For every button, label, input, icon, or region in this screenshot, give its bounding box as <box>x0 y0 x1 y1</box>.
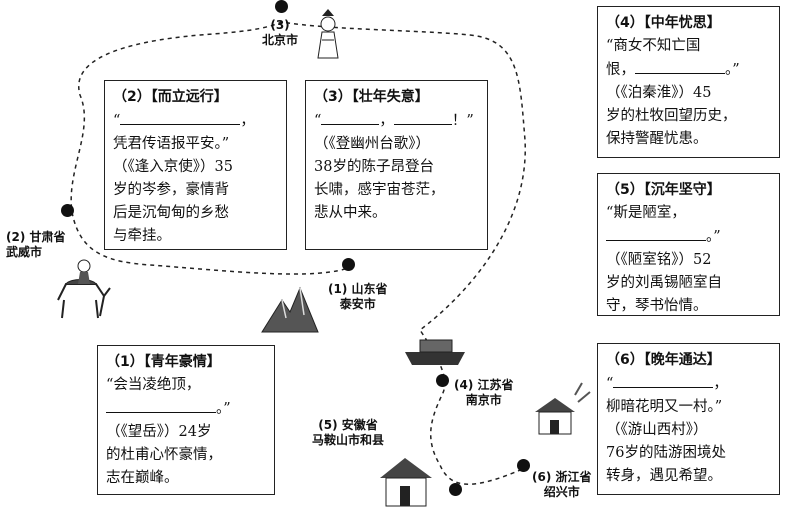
location-num: (2) <box>6 230 26 244</box>
card-line: 志在巅峰。 <box>106 470 179 486</box>
location-city: 南京市 <box>465 393 502 407</box>
stage-card-3: （3）【壮年失意】 “，！” （《登幽州台歌》） 38岁的陈子昂登台 长啸，感宇… <box>305 80 488 250</box>
card-line: 柳暗花明又一村。” <box>606 399 723 415</box>
card-line: 的杜甫心怀豪情， <box>106 447 222 463</box>
location-province: 浙江省 <box>555 470 592 484</box>
location-city: 北京市 <box>262 33 299 47</box>
card-line: “会当凌绝顶， <box>106 377 201 393</box>
card-line: 与牵挂。 <box>113 228 171 244</box>
location-label-6: (6) 浙江省 绍兴市 <box>532 470 592 500</box>
stage-card-4: （4）【中年忧思】 “商女不知亡国 恨，。” （《泊秦淮》）45 岁的杜牧回望历… <box>597 6 780 158</box>
card-blank-line: 。” <box>606 225 771 249</box>
stage-card-5: （5）【沉年坚守】 “斯是陋室， 。” （《陋室铭》）52 岁的刘禹锡陋室自 守… <box>597 173 780 316</box>
card-line: 守，琴书怡情。 <box>606 298 708 314</box>
card-title: （2）【而立远行】 <box>113 89 228 105</box>
stage-card-1: （1）【青年豪情】 “会当凌绝顶， 。”。” （《望岳》）24岁 的杜甫心怀豪情… <box>97 345 275 495</box>
location-city: 泰安市 <box>339 297 376 311</box>
card-line: “斯是陋室， <box>606 205 686 221</box>
location-num: (1) <box>328 282 348 296</box>
horse-rider-icon <box>57 259 111 319</box>
stop-dot-4 <box>436 374 449 387</box>
location-city: 马鞍山市和县 <box>312 433 385 447</box>
card-blank-line: “，！” <box>314 109 479 133</box>
location-num: (5) <box>318 418 338 432</box>
card-title: （3）【壮年失意】 <box>314 89 429 105</box>
location-label-5: (5) 安徽省 马鞍山市和县 <box>312 418 384 448</box>
location-province: 山东省 <box>351 282 388 296</box>
location-city: 武威市 <box>6 245 43 259</box>
card-line: 凭君传语报平安。” <box>113 136 230 152</box>
journey-route-path <box>70 21 526 485</box>
card-line: （《陋室铭》）52 <box>606 252 712 268</box>
location-label-4: (4) 江苏省 南京市 <box>454 378 514 408</box>
card-line: （《登幽州台歌》） <box>314 136 430 152</box>
card-line: （《逢入京使》）35 <box>113 159 233 175</box>
location-province: 安徽省 <box>341 418 378 432</box>
stage-card-2: （2）【而立远行】 “， 凭君传语报平安。” （《逢入京使》）35 岁的岑参，豪… <box>104 80 287 250</box>
location-num: (4) <box>454 378 474 392</box>
card-line: 保持警醒忧患。 <box>606 131 708 147</box>
card-line: （《望岳》）24岁 <box>106 424 212 440</box>
card-line: 76岁的陆游困境处 <box>606 445 726 461</box>
house-icon <box>380 458 432 507</box>
card-line: “商女不知亡国 <box>606 38 701 54</box>
card-line: （《游山西村》） <box>606 422 708 438</box>
card-line: 岁的杜牧回望历史， <box>606 108 737 124</box>
village-house-icon <box>535 382 591 435</box>
card-blank-line: 。”。” <box>106 397 266 421</box>
card-blank-line: “， <box>606 372 771 396</box>
scholar-icon <box>317 9 339 59</box>
location-province: 江苏省 <box>477 378 514 392</box>
stop-dot-6 <box>517 459 530 472</box>
card-line: 后是沉甸甸的乡愁 <box>113 205 229 221</box>
stop-dot-2 <box>61 204 74 217</box>
location-label-3: (3) 北京市 <box>262 18 298 48</box>
location-num: (3) <box>270 18 290 32</box>
stop-dot-3 <box>275 0 288 13</box>
stop-dot-1 <box>342 258 355 271</box>
card-blank-line: 恨，。” <box>606 58 771 82</box>
card-line: 38岁的陈子昂登台 <box>314 159 434 175</box>
location-city: 绍兴市 <box>543 485 580 499</box>
card-line: （《泊秦淮》）45 <box>606 85 712 101</box>
boat-icon <box>405 339 465 365</box>
card-title: （5）【沉年坚守】 <box>606 182 721 198</box>
mountain-icon <box>261 286 319 333</box>
stop-dot-5 <box>449 483 462 496</box>
card-line: 长啸，感宇宙苍茫， <box>314 182 445 198</box>
card-blank-line: “， <box>113 109 278 133</box>
card-title: （4）【中年忧思】 <box>606 15 721 31</box>
card-title: （6）【晚年通达】 <box>606 352 721 368</box>
location-province: 甘肃省 <box>29 230 66 244</box>
card-line: 转身，遇见希望。 <box>606 468 722 484</box>
location-num: (6) <box>532 470 552 484</box>
stage-card-6: （6）【晚年通达】 “， 柳暗花明又一村。” （《游山西村》） 76岁的陆游困境… <box>597 343 780 495</box>
card-line: 悲从中来。 <box>314 205 387 221</box>
card-line: 岁的岑参，豪情背 <box>113 182 229 198</box>
location-label-2: (2) 甘肃省 武威市 <box>6 230 66 260</box>
card-line: 岁的刘禹锡陋室自 <box>606 275 722 291</box>
location-label-1: (1) 山东省 泰安市 <box>328 282 388 312</box>
card-title: （1）【青年豪情】 <box>106 354 221 370</box>
